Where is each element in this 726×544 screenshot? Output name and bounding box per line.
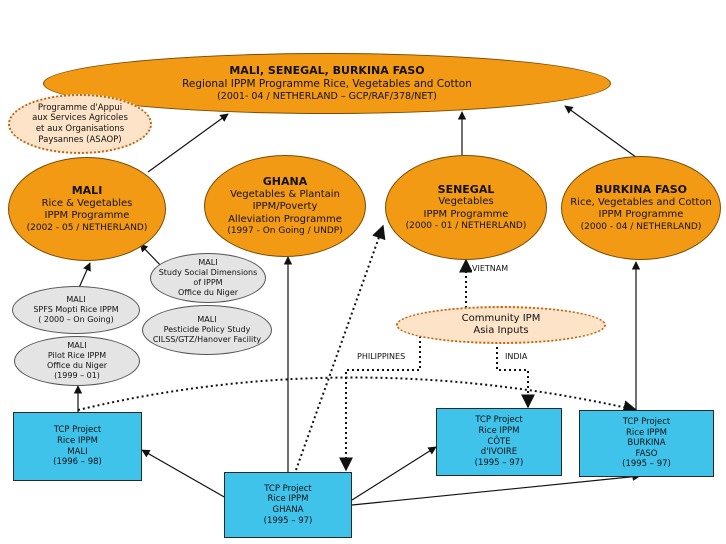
ghana-programme-title: GHANA [262,174,308,188]
mali-social-line-4: Office du Niger [177,288,239,297]
mali-pilot-node: MALI Pilot Rice IPPM Office du Niger (19… [14,336,140,386]
mali-programme-line-3: (2002 - 05 / NETHERLAND) [26,222,148,233]
tcp-cote-line-4: d'IVOIRE [480,447,518,458]
tcp-mali-line-4: (1996 – 98) [53,457,102,468]
tcp-mali-line-3: MALI [67,446,88,457]
tcp-ghana-line-4: (1995 – 97) [263,515,313,526]
mali-social-line-1: MALI [198,258,218,267]
senegal-programme-line-2: IPPM Programme [423,208,509,220]
senegal-programme-line-3: (2000 - 01 / NETHERLAND) [405,221,527,232]
mali-programme-line-2: IPPM Programme [44,210,130,222]
arrow-tcpghana-to-tcpcote [351,446,437,501]
tcp-burkina-line-1: TCP Project [622,416,671,427]
mali-spfs-line-2: SPFS Mopti Rice IPPM [33,305,119,314]
mali-social-line-3: of IPPM [193,278,223,287]
arrow-tcpghana-to-senegal-dotted [295,224,386,471]
arrow-tcpghana-to-tcpburkina [351,472,641,506]
tcp-ghana-node: TCP Project Rice IPPM GHANA (1995 – 97) [224,472,352,538]
asaop-line-4: Paysannes (ASAOP) [38,134,122,145]
burkina-programme-title: BURKINA FASO [595,183,687,196]
arrow-tcpghana-to-tcpmali [141,449,227,499]
mali-spfs-node: MALI SPFS Mopti Rice IPPM ( 2000 – On Go… [12,286,140,334]
tcp-cote-line-2: Rice IPPM [478,426,520,437]
label-india: INDIA [505,352,528,361]
senegal-programme-line-1: Vegetables [438,196,494,208]
asia-inputs-node: Community IPM Asia Inputs [396,306,606,344]
ghana-programme-line-1: Vegetables & Plantain [230,188,340,200]
tcp-burkina-line-2: Rice IPPM [626,427,667,438]
regional-programme-node: MALI, SENEGAL, BURKINA FASO Regional IPP… [43,53,611,114]
mali-pesticide-line-1: MALI [197,315,217,324]
mali-programme-line-1: Rice & Vegetables [41,197,133,209]
arrow-mali-to-regional [147,113,229,173]
mali-programme-title: MALI [71,184,103,197]
asia-inputs-line-1: Community IPM [461,312,541,324]
burkina-programme-node: BURKINA FASO Rice, Vegetables and Cotton… [561,156,721,260]
mali-pilot-line-2: Pilot Rice IPPM [47,351,107,360]
asaop-line-1: Programme d'Appui [37,102,123,113]
ghana-programme-line-4: (1997 - On Going / UNDP) [227,226,343,236]
mali-pilot-line-4: (1999 – 01) [54,371,100,380]
regional-line-2: (2001- 04 / NETHERLAND – GCP/RAF/378/NET… [217,91,437,102]
mali-pilot-line-1: MALI [67,341,87,350]
mali-social-study-node: MALI Study Social Dimensions of IPPM Off… [150,253,266,303]
label-vietnam: VIETNAM [472,264,509,273]
tcp-cote-line-5: (1995 – 97) [474,457,524,468]
arrow-asia-to-tcpghana-dotted [339,336,421,472]
tcp-mali-node: TCP Project Rice IPPM MALI (1996 – 98) [13,412,142,481]
mali-pesticide-line-2: Pesticide Policy Study [163,325,251,334]
tcp-burkina-line-5: (1995 – 97) [622,459,671,470]
tcp-cote-line-1: TCP Project [475,415,523,426]
mali-pesticide-study-node: MALI Pesticide Policy Study CILSS/GTZ/Ha… [142,305,272,355]
mali-pilot-line-3: Office du Niger [46,361,108,370]
tcp-mali-line-1: TCP Project [53,425,102,436]
ghana-programme-line-2: IPPM/Poverty [252,201,318,212]
tcp-cote-divoire-node: TCP Project Rice IPPM CÔTE d'IVOIRE (199… [436,408,562,476]
asaop-node: Programme d'Appui aux Services Agricoles… [8,94,152,154]
tcp-burkina-line-4: FASO [635,448,658,459]
arrow-burkina-to-regional [564,105,641,161]
burkina-programme-line-1: Rice, Vegetables and Cotton [570,196,712,208]
tcp-ghana-line-3: GHANA [272,505,304,515]
tcp-burkina-node: TCP Project Rice IPPM BURKINA FASO (1995… [579,410,714,477]
regional-line-1: Regional IPPM Programme Rice, Vegetables… [182,77,472,90]
tcp-cote-line-3: CÔTE [487,436,511,447]
mali-spfs-line-3: ( 2000 – On Going) [38,315,114,324]
tcp-burkina-line-3: BURKINA [627,438,666,449]
tcp-ghana-line-2: Rice IPPM [267,494,309,505]
asaop-line-2: aux Services Agricoles [32,113,128,124]
label-philippines: PHILIPPINES [357,352,406,361]
senegal-programme-title: SENEGAL [437,182,495,196]
mali-social-line-2: Study Social Dimensions [158,268,258,277]
arc-tcpmali-to-tcpburkina-dotted [77,376,638,415]
mali-programme-node: MALI Rice & Vegetables IPPM Programme (2… [8,157,166,261]
senegal-programme-node: SENEGAL Vegetables IPPM Programme (2000 … [385,155,547,260]
mali-pesticide-line-3: CILSS/GTZ/Hanover Facility [152,335,262,344]
asaop-line-3: et aux Organisations [35,124,125,134]
tcp-ghana-line-1: TCP Project [264,483,312,494]
regional-title: MALI, SENEGAL, BURKINA FASO [229,64,425,78]
burkina-programme-line-3: (2000 - 04 / NETHERLAND) [580,221,702,232]
tcp-mali-line-2: Rice IPPM [57,435,98,446]
ghana-programme-node: GHANA Vegetables & Plantain IPPM/Poverty… [204,155,366,257]
mali-spfs-line-1: MALI [66,295,86,304]
burkina-programme-line-2: IPPM Programme [598,209,684,221]
ghana-programme-line-3: Alleviation Programme [228,213,342,225]
asia-inputs-line-2: Asia Inputs [473,325,529,336]
